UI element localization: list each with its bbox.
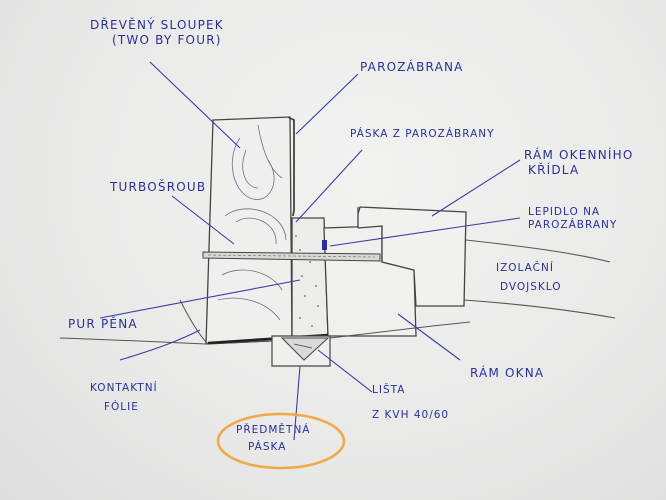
foam-dots [295,235,319,327]
double-glazing [463,239,616,319]
insulation-block [291,217,329,339]
screw [202,240,381,262]
contact-foil-line [59,321,471,345]
highlight-ellipse [216,412,346,470]
label-window-frame: Rám okna [470,366,545,380]
label-double-glazing: Izolační dvojsklo [496,262,562,294]
wooden-stud [205,116,293,345]
label-contact-foil: Kontaktní fólie [90,382,158,414]
label-pur-foam: PUR pěna [68,317,138,331]
label-screw: Turbošroub [110,180,207,194]
label-plaster-tape: Předmětná páska [236,424,311,454]
label-batten: Lišta z KVH 40/60 [372,384,450,422]
label-wooden-stud: Dřevěný sloupek (two by four) [90,18,224,47]
label-vapor-barrier: Parozábrana [360,60,464,74]
vapor-barrier-line [287,116,295,217]
leader-lines [99,61,521,441]
wood-grain [217,124,287,321]
label-glue: Lepidlo na parozábrany [528,206,618,232]
label-vapor-tape: Páska z parozábrany [350,128,495,140]
label-sash-frame: Rám okenního křídla [524,148,634,177]
batten [271,335,331,367]
